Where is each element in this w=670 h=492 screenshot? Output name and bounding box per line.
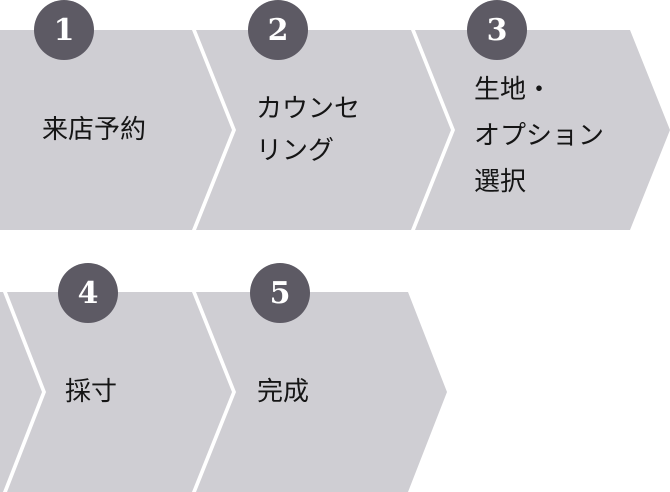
step-number-badge: 4 bbox=[58, 263, 118, 323]
chevron-step-2 bbox=[196, 30, 451, 230]
chevron-step-3 bbox=[415, 30, 670, 230]
step-label: 採寸 bbox=[65, 371, 117, 413]
step-number-badge: 3 bbox=[467, 0, 527, 60]
chevron-continuation bbox=[0, 292, 42, 492]
chevron-step-4 bbox=[7, 292, 232, 492]
step-label: 生地・ オプション 選択 bbox=[474, 67, 604, 205]
chevron-step-1 bbox=[0, 30, 232, 230]
step-label: 来店予約 bbox=[42, 109, 146, 151]
step-label-line: 完成 bbox=[257, 377, 310, 407]
step-number-badge: 1 bbox=[34, 0, 94, 60]
step-label-line: リング bbox=[256, 136, 335, 166]
step-label: カウンセ リング bbox=[256, 88, 360, 172]
step-label-line: カウンセ bbox=[256, 94, 361, 124]
step-label-line: 採寸 bbox=[65, 377, 118, 407]
step-label-line: オプション bbox=[474, 121, 605, 151]
chevron-step-5 bbox=[196, 292, 447, 492]
step-label-line: 生地・ bbox=[474, 75, 553, 105]
step-label-line: 選択 bbox=[474, 167, 527, 197]
step-label: 完成 bbox=[257, 371, 309, 413]
step-number-badge: 5 bbox=[250, 263, 310, 323]
step-number-badge: 2 bbox=[248, 0, 308, 60]
step-label-line: 来店予約 bbox=[42, 115, 147, 145]
